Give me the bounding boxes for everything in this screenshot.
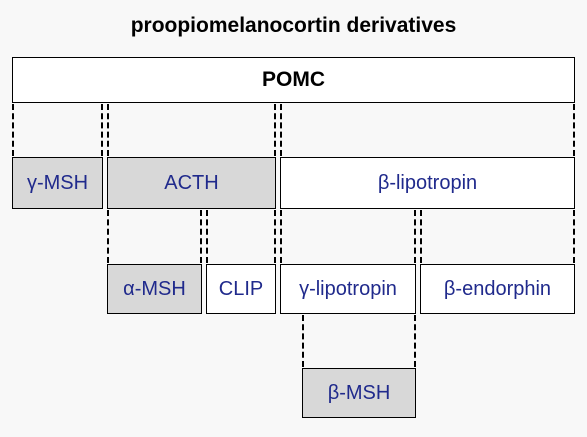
connector-pomc-lipotropin-left [280,104,282,156]
connector-lipotropin-gamma-right [414,210,416,263]
beta-lipotropin-box: β-lipotropin [280,157,575,209]
alpha-msh-box: α-MSH [107,264,202,314]
gamma-msh-box: γ-MSH [12,157,103,209]
connector-acth-alpha-msh-left [107,210,109,263]
diagram-title: proopiomelanocortin derivatives [130,14,457,37]
connector-pomc-acth-right [274,104,276,156]
connector-acth-alpha-msh-right [200,210,202,263]
acth-box: ACTH [107,157,276,209]
connector-gamma-lipotropin-beta-msh-left [302,315,304,367]
connector-pomc-gamma-msh-left [12,104,14,156]
clip-box: CLIP [206,264,276,314]
connector-acth-clip-right [274,210,276,263]
beta-msh-box: β-MSH [302,368,416,418]
connector-pomc-acth-left [107,104,109,156]
connector-pomc-gamma-msh-right [101,104,103,156]
connector-acth-clip-left [206,210,208,263]
gamma-lipotropin-box: γ-lipotropin [280,264,416,314]
pomc-box: POMC [12,57,575,103]
beta-endorphin-box: β-endorphin [420,264,575,314]
connector-lipotropin-gamma-left [280,210,282,263]
connector-pomc-lipotropin-right [573,104,575,156]
connector-lipotropin-endorphin-right [573,210,575,263]
connector-gamma-lipotropin-beta-msh-right [414,315,416,367]
connector-lipotropin-endorphin-left [420,210,422,263]
